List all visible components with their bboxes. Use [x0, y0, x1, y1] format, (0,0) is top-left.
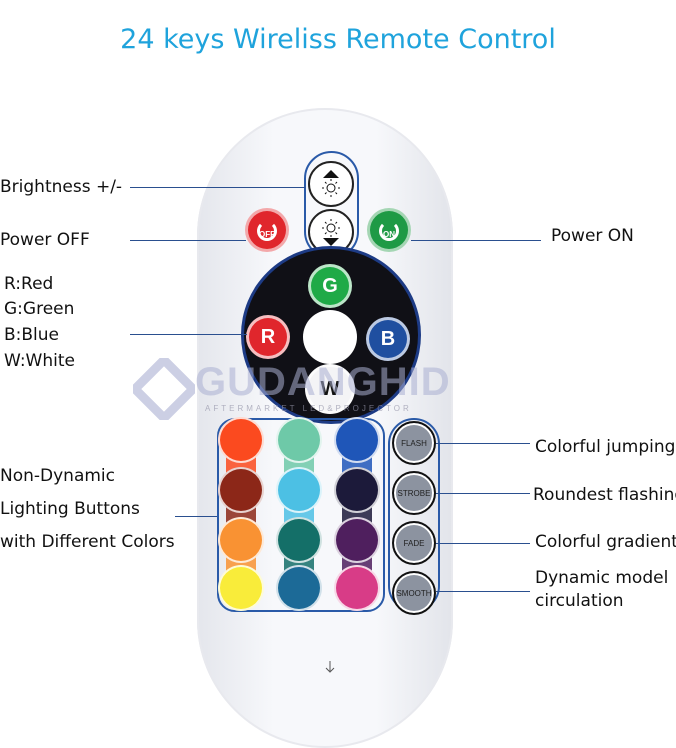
power-on-button[interactable]: ON: [367, 208, 411, 252]
power-icon: [257, 221, 277, 241]
brightness-up-icon: [322, 170, 340, 197]
power-off-button[interactable]: OFF: [245, 208, 289, 252]
fade-callout-line: [436, 543, 530, 544]
smooth-desc-1: Dynamic model: [535, 568, 669, 588]
fade-desc: Colorful gradient: [535, 532, 676, 552]
color-button[interactable]: [276, 565, 322, 611]
color-button[interactable]: [276, 517, 322, 563]
flash-desc: Colorful jumping: [535, 437, 676, 457]
lighting-buttons-label: Lighting Buttons: [0, 499, 140, 519]
watermark-logo-icon: [133, 358, 195, 420]
color-button[interactable]: [334, 565, 380, 611]
white-label: W:White: [4, 351, 75, 371]
smooth-button[interactable]: SMOOTH: [392, 571, 436, 615]
color-button[interactable]: [276, 417, 322, 463]
color-button[interactable]: [218, 565, 264, 611]
color-button[interactable]: [334, 417, 380, 463]
arrow-down-icon: [325, 661, 335, 673]
watermark-brand: GUDANGHID: [195, 360, 451, 404]
color-button[interactable]: [218, 467, 264, 513]
strobe-button[interactable]: STROBE: [392, 471, 436, 515]
watermark-tagline: AFTERMARKET LED&PROJECTOR: [205, 404, 412, 413]
power-icon: [379, 221, 399, 241]
rgbw-callout-line: [130, 334, 247, 335]
strobe-callout-line: [436, 493, 530, 494]
blue-button[interactable]: B: [366, 317, 410, 361]
flash-callout-line: [436, 443, 530, 444]
color-callout-line: [175, 516, 217, 517]
color-button[interactable]: [276, 467, 322, 513]
color-button[interactable]: [218, 417, 264, 463]
power-on-label: Power ON: [551, 226, 634, 246]
green-button[interactable]: G: [308, 264, 352, 308]
color-button[interactable]: [334, 467, 380, 513]
smooth-callout-line: [436, 591, 530, 592]
white-center-button[interactable]: [303, 310, 357, 364]
fade-button[interactable]: FADE: [392, 521, 436, 565]
non-dynamic-label: Non-Dynamic: [0, 466, 115, 486]
blue-label: B:Blue: [4, 325, 60, 345]
power-off-label: Power OFF: [0, 230, 90, 250]
power-off-callout-line: [130, 240, 246, 241]
brightness-label: Brightness +/-: [0, 177, 123, 197]
green-label: G:Green: [4, 299, 75, 319]
flash-button[interactable]: FLASH: [392, 421, 436, 465]
brightness-down-icon: [322, 219, 340, 246]
different-colors-label: with Different Colors: [0, 532, 175, 552]
power-on-text: ON: [383, 229, 395, 239]
red-label: R:Red: [4, 274, 54, 294]
brightness-callout-line: [130, 187, 305, 188]
power-off-text: OFF: [259, 229, 275, 239]
color-button[interactable]: [218, 517, 264, 563]
white-button[interactable]: W: [305, 364, 355, 414]
color-button[interactable]: [334, 517, 380, 563]
power-on-callout-line: [411, 240, 541, 241]
smooth-desc-2: circulation: [535, 591, 624, 611]
brightness-up-button[interactable]: [308, 161, 354, 207]
strobe-desc: Roundest flashing: [533, 485, 676, 505]
page-title: 24 keys Wireliss Remote Control: [120, 24, 556, 55]
red-button[interactable]: R: [246, 315, 290, 359]
